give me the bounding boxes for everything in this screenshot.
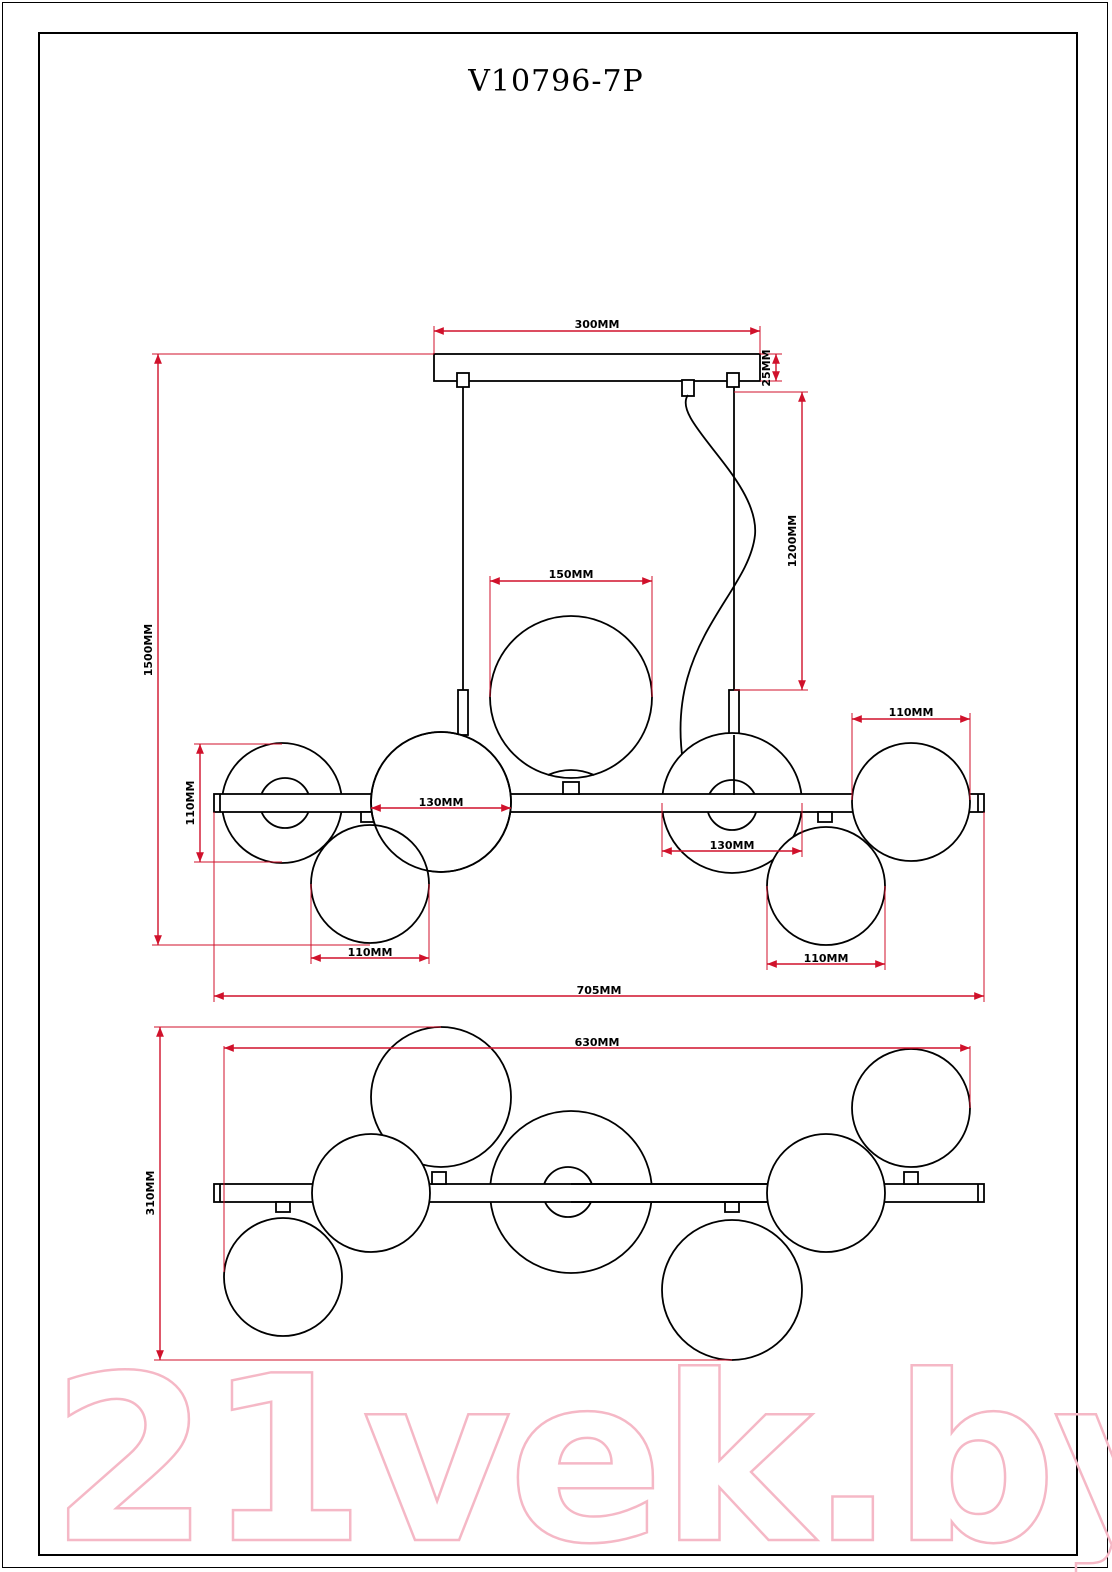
dim-cable-length: 1200MM (786, 515, 799, 568)
dim-bottom-right-globe: 110MM (804, 952, 849, 965)
dim-top-depth: 310MM (144, 1171, 157, 1216)
dim-right-spacing: 130MM (710, 839, 755, 852)
cable-entry (681, 379, 695, 397)
dim-large-globe: 150MM (549, 568, 594, 581)
top-globe-right (766, 1133, 886, 1253)
canopy-fixing-left (456, 372, 470, 388)
power-cable (679, 394, 756, 796)
globe-lower-right (766, 826, 886, 946)
dim-left-globe: 110MM (184, 781, 197, 826)
top-globe-left (311, 1133, 431, 1253)
dim-bottom-left-globe: 110MM (348, 946, 393, 959)
top-globe-lower-right (661, 1219, 803, 1361)
globe-right (851, 742, 971, 862)
dim-top-length: 630MM (575, 1036, 620, 1049)
dim-left-spacing: 130MM (419, 796, 464, 809)
socket-top (562, 781, 580, 795)
dim-total-length: 705MM (577, 984, 622, 997)
dim-canopy-width: 300MM (575, 318, 620, 331)
top-dimensions: 630MM 310MM (144, 1026, 971, 1361)
top-globe-lower-left (223, 1217, 343, 1337)
dim-total-height: 1500MM (142, 624, 155, 677)
canopy (433, 353, 761, 382)
dim-right-globe: 110MM (889, 706, 934, 719)
dim-canopy-height: 25MM (760, 349, 773, 386)
front-view (213, 353, 985, 946)
globe-lower-left (310, 824, 430, 944)
top-globe-upper-right (851, 1048, 971, 1168)
globe-top-large (489, 615, 653, 779)
drawing-frame (38, 32, 1078, 1556)
watermark-text: 21vek.by (50, 1328, 1112, 1572)
top-view (213, 1026, 985, 1361)
rod-left (457, 689, 469, 736)
model-title: V10796-7P (468, 64, 644, 99)
socket-bottom-right (817, 811, 833, 823)
front-dimensions: 300MM 25MM 1200MM 1500MM 150MM 110MM 110… (142, 318, 985, 1002)
canopy-fixing-right (726, 372, 740, 388)
